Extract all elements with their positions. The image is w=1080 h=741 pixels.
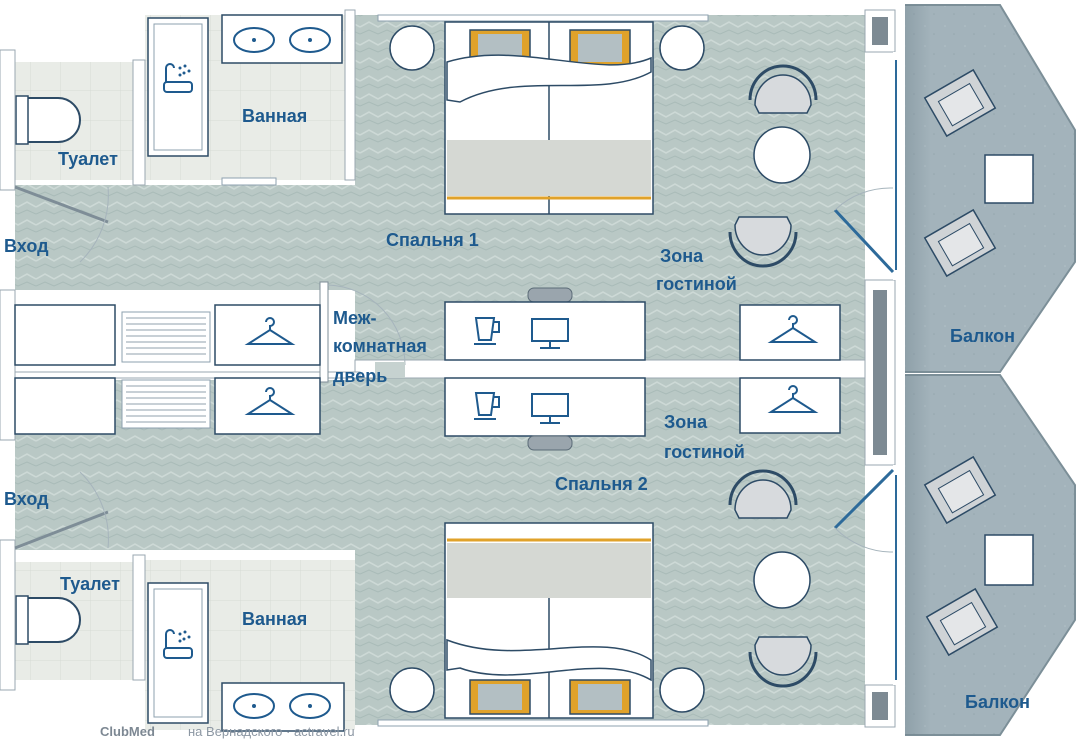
monitor-icon	[531, 393, 569, 424]
desk-top	[444, 287, 646, 361]
sink-icon	[233, 693, 275, 719]
sink-icon	[233, 27, 275, 53]
watermark-logo: ClubMed	[100, 724, 155, 739]
balcony-furniture-bottom	[923, 455, 1034, 657]
hanger-icon	[244, 317, 296, 345]
nightstand	[659, 25, 705, 71]
living-area-top	[728, 64, 818, 268]
walls	[0, 9, 866, 691]
watermark: ClubMed на Вернадского · actravel.ru	[100, 724, 355, 739]
watermark-text: на Вернадского · actravel.ru	[188, 724, 355, 739]
wardrobe-right-bottom	[739, 377, 841, 434]
label-bedroom-2: Спальня 2	[555, 474, 648, 494]
room-labels: Ванная Туалет Вход Спальня 1 Зона гостин…	[4, 106, 1030, 712]
toilet-room-top	[15, 62, 133, 180]
label-connecting-2: комнатная	[333, 336, 427, 356]
label-bedroom-1: Спальня 1	[386, 230, 479, 250]
entrance-door-top[interactable]	[14, 185, 109, 263]
label-connecting-1: Меж-	[333, 308, 377, 328]
bed-2	[377, 522, 709, 727]
living-area-bottom	[728, 469, 818, 688]
label-toilet-top: Туалет	[58, 149, 118, 169]
hanger-icon	[244, 387, 296, 415]
toilet-icon	[24, 597, 81, 643]
entrance-door-bottom[interactable]	[14, 471, 109, 550]
bathroom-bottom	[145, 560, 355, 732]
hanger-icon	[767, 385, 819, 413]
balcony-door-top[interactable]	[833, 187, 895, 274]
label-bathroom-bottom: Ванная	[242, 609, 307, 629]
bathtub-icon	[163, 629, 193, 659]
bathtub-icon	[163, 63, 193, 93]
wardrobe-right-top	[739, 304, 841, 361]
label-entrance-bottom: Вход	[4, 489, 49, 509]
label-balcony-bottom: Балкон	[965, 692, 1030, 712]
wardrobe-top	[14, 304, 321, 366]
sink-icon	[289, 27, 331, 53]
right-wall	[864, 9, 899, 728]
label-entrance-top: Вход	[4, 236, 49, 256]
kettle-icon	[474, 317, 500, 345]
nightstand	[389, 25, 435, 71]
desk-bottom	[444, 377, 646, 451]
balcony-door-bottom[interactable]	[833, 468, 895, 553]
bathroom-top	[145, 14, 345, 186]
sink-icon	[289, 693, 331, 719]
nightstand	[389, 667, 435, 713]
toilet-room-bottom	[15, 562, 133, 680]
label-living-bottom-2: гостиной	[664, 442, 745, 462]
toilet-icon	[24, 97, 81, 143]
label-living-top-1: Зона	[660, 246, 704, 266]
wardrobe-bottom	[14, 377, 321, 435]
label-living-top-2: гостиной	[656, 274, 737, 294]
label-living-bottom-1: Зона	[664, 412, 708, 432]
hanger-icon	[767, 315, 819, 343]
kettle-icon	[474, 392, 500, 420]
balcony-furniture-top	[923, 68, 1034, 278]
label-bathroom-top: Ванная	[242, 106, 307, 126]
connecting-door[interactable]	[319, 281, 406, 383]
label-balcony-top: Балкон	[950, 326, 1015, 346]
nightstand	[659, 667, 705, 713]
label-connecting-3: дверь	[333, 366, 387, 386]
label-toilet-bottom: Туалет	[60, 574, 120, 594]
monitor-icon	[531, 318, 569, 349]
bed-1	[377, 14, 709, 215]
